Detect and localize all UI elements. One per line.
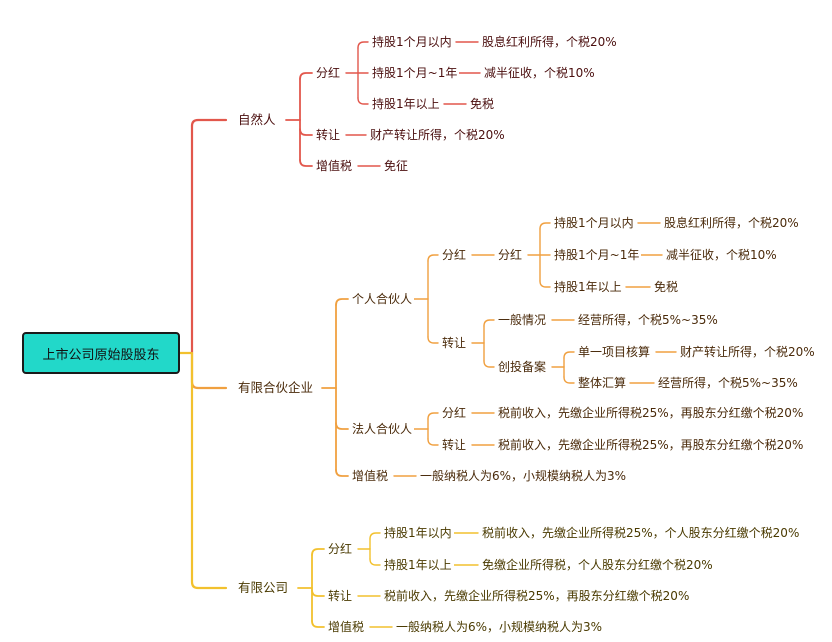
connector-line: [369, 558, 381, 566]
node-natural-person[interactable]: 自然人: [236, 112, 278, 128]
connector-line: [311, 548, 325, 556]
node-natural-vat[interactable]: 增值税: [314, 158, 355, 174]
connector-line: [563, 376, 575, 384]
node-natural-holding-1[interactable]: 持股1个月以内: [370, 34, 454, 50]
node-company-result-1[interactable]: 税前收入，先缴企业所得税25%，个人股东分红缴个税20%: [480, 525, 802, 541]
node-company-vat-result[interactable]: 一般纳税人为6%，小规模纳税人为3%: [394, 619, 605, 635]
connector-line: [335, 469, 349, 477]
node-ip-general-result[interactable]: 经营所得，个税5%~35%: [576, 312, 720, 328]
connector-line: [369, 532, 381, 540]
connector-line: [483, 319, 495, 327]
node-ip-holding-3[interactable]: 持股1年以上: [552, 279, 624, 295]
connector-line: [427, 438, 439, 446]
node-natural-transfer[interactable]: 转让: [314, 127, 343, 143]
node-cp-transfer-result[interactable]: 税前收入，先缴企业所得税25%，再股东分红缴个税20%: [496, 437, 806, 453]
node-cp-dividend[interactable]: 分红: [440, 405, 469, 421]
connector-line: [190, 351, 228, 390]
node-natural-holding-2[interactable]: 持股1个月~1年: [370, 65, 460, 81]
node-company-holding-1[interactable]: 持股1年以内: [382, 525, 454, 541]
node-ip-vc[interactable]: 创投备案: [496, 359, 549, 375]
node-company-transfer-result[interactable]: 税前收入，先缴企业所得税25%，再股东分红缴个税20%: [382, 588, 692, 604]
node-individual-partner[interactable]: 个人合伙人: [350, 291, 415, 307]
connector-line: [311, 589, 325, 597]
node-partnership-vat[interactable]: 增值税: [350, 468, 391, 484]
node-ip-transfer[interactable]: 转让: [440, 335, 469, 351]
node-natural-transfer-result[interactable]: 财产转让所得，个税20%: [368, 127, 507, 143]
node-ip-result-1[interactable]: 股息红利所得，个税20%: [662, 215, 801, 231]
node-natural-dividend[interactable]: 分红: [314, 65, 343, 81]
node-ip-dividend-sub[interactable]: 分红: [496, 247, 525, 263]
connector-line: [335, 422, 349, 430]
node-ip-vc-single-result[interactable]: 财产转让所得，个税20%: [678, 344, 817, 360]
node-partnership-vat-result[interactable]: 一般纳税人为6%，小规模纳税人为3%: [418, 468, 629, 484]
node-company-transfer[interactable]: 转让: [326, 588, 355, 604]
node-ip-dividend[interactable]: 分红: [440, 247, 469, 263]
connector-line: [190, 351, 228, 590]
node-company-result-2[interactable]: 免缴企业所得税，个人股东分红缴个税20%: [480, 557, 715, 573]
connector-line: [335, 298, 349, 306]
node-ip-vc-whole[interactable]: 整体汇算: [576, 375, 629, 391]
connector-line: [357, 97, 369, 105]
node-company-vat[interactable]: 增值税: [326, 619, 367, 635]
node-corporate-partner[interactable]: 法人合伙人: [350, 421, 415, 437]
node-company[interactable]: 有限公司: [236, 580, 291, 596]
node-cp-dividend-result[interactable]: 税前收入，先缴企业所得税25%，再股东分红缴个税20%: [496, 405, 806, 421]
node-company-holding-2[interactable]: 持股1年以上: [382, 557, 454, 573]
connector-line: [539, 222, 551, 230]
connector-line: [427, 336, 439, 344]
connector-line: [427, 412, 439, 420]
node-ip-holding-1[interactable]: 持股1个月以内: [552, 215, 636, 231]
connector-line: [563, 351, 575, 359]
node-ip-holding-2[interactable]: 持股1个月~1年: [552, 247, 642, 263]
connector-line: [299, 159, 313, 167]
connector-line: [539, 280, 551, 288]
connector-line: [427, 254, 439, 262]
node-natural-result-3[interactable]: 免税: [468, 96, 497, 112]
node-ip-result-2[interactable]: 减半征收，个税10%: [664, 247, 779, 263]
connector-line: [483, 360, 495, 368]
connector-line: [299, 72, 313, 80]
connector-line: [299, 128, 313, 136]
node-cp-transfer[interactable]: 转让: [440, 437, 469, 453]
node-ip-general[interactable]: 一般情况: [496, 312, 549, 328]
node-natural-result-1[interactable]: 股息红利所得，个税20%: [480, 34, 619, 50]
connector-line: [190, 118, 228, 128]
root-node[interactable]: 上市公司原始股股东: [22, 332, 180, 374]
node-company-dividend[interactable]: 分红: [326, 541, 355, 557]
node-ip-vc-whole-result[interactable]: 经营所得，个税5%~35%: [656, 375, 800, 391]
node-natural-vat-result[interactable]: 免征: [382, 158, 411, 174]
connector-line: [311, 620, 325, 628]
node-partnership[interactable]: 有限合伙企业: [236, 380, 316, 396]
node-natural-result-2[interactable]: 减半征收，个税10%: [482, 65, 597, 81]
node-ip-result-3[interactable]: 免税: [652, 279, 681, 295]
node-natural-holding-3[interactable]: 持股1年以上: [370, 96, 442, 112]
connector-line: [357, 41, 369, 49]
node-ip-vc-single[interactable]: 单一项目核算: [576, 344, 653, 360]
